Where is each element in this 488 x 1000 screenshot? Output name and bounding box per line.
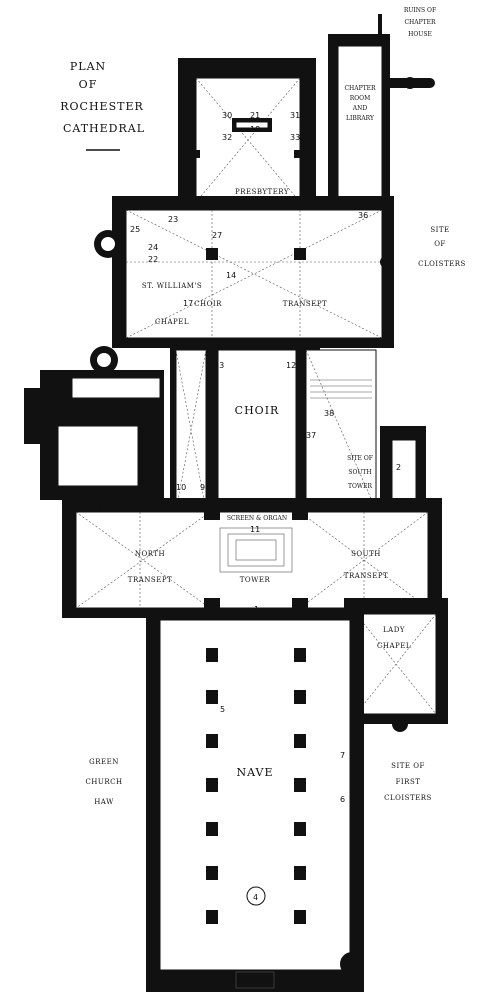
title-line-2: OF (79, 78, 98, 91)
chapter-room-l3: AND (352, 105, 368, 112)
nave-piers (206, 648, 306, 924)
ref-13: 13 (214, 361, 224, 370)
presbytery-label: PRESBYTERY (235, 188, 289, 196)
ref-17: 17 (183, 299, 193, 308)
nave-block (146, 612, 364, 992)
gundulfs-l2: TOWER (83, 456, 114, 464)
choir-transept-block (90, 196, 394, 374)
green-church-haw-l3: HAW (94, 798, 114, 806)
presbytery-block (178, 58, 316, 208)
plan-title: PLAN OF ROCHESTER CATHEDRAL (60, 60, 145, 151)
tower-label: TOWER (240, 576, 271, 584)
site-cloisters-l3: CLOISTERS (418, 260, 466, 268)
south-transept-l2: TRANSEPT (344, 572, 388, 580)
site-cloisters-l1: SITE (430, 226, 449, 234)
ref-21: 21 (250, 111, 260, 120)
ref-37: 37 (306, 431, 316, 440)
gundulfs-tower-block (24, 370, 164, 500)
title-line-1: PLAN (70, 60, 106, 73)
ref-12: 12 (286, 361, 296, 370)
site-cloisters-l2: OF (434, 240, 446, 248)
st-williams-l1: ST. WILLIAM'S (142, 282, 202, 290)
ref-14: 14 (226, 271, 236, 280)
st-williams-l2: CHAPEL (155, 318, 189, 326)
ref-22: 22 (148, 255, 158, 264)
ref-2: 2 (396, 463, 401, 472)
ref-10: 10 (176, 483, 186, 492)
chapter-room-l4: LIBRARY (346, 115, 375, 122)
ref-18: 18 (250, 125, 260, 134)
choir-steps (310, 379, 372, 399)
ref-23: 23 (168, 215, 178, 224)
gundulfs-l1: GUNDULF'S (73, 434, 123, 442)
choir-transept-l1: CHOIR (194, 300, 222, 308)
lady-chapel-l2: CHAPEL (377, 642, 411, 650)
ref-5: 5 (220, 705, 225, 714)
ref-4: 4 (253, 893, 258, 902)
screen-organ-label: SCREEN & ORGAN (227, 515, 287, 522)
first-cloisters-l1: SITE OF (391, 762, 425, 770)
green-church-haw-l1: GREEN (89, 758, 119, 766)
lady-chapel-l1: LADY (383, 626, 405, 634)
first-cloisters-l2: FIRST (396, 778, 421, 786)
ref-30: 30 (222, 111, 232, 120)
area-labels: RUINS OF CHAPTER HOUSE CHAPTER ROOM AND … (73, 7, 466, 806)
ref-25: 25 (130, 225, 140, 234)
ref-32: 32 (222, 133, 232, 142)
choir-transept-l2: TRANSEPT (283, 300, 327, 308)
ref-4-circle (246, 886, 266, 906)
reference-numbers: 30 21 31 18 32 33 23 25 24 22 27 14 36 1… (96, 111, 401, 906)
ruins-chapter-house-l1: RUINS OF (404, 7, 436, 14)
title-line-4: CATHEDRAL (63, 122, 145, 135)
chapter-room-l1: CHAPTER (344, 85, 376, 92)
north-transept-l2: TRANSEPT (128, 576, 172, 584)
south-transept-l1: SOUTH (351, 550, 381, 558)
choir-label: CHOIR (235, 404, 280, 417)
ref-31: 31 (290, 111, 300, 120)
ref-24: 24 (148, 243, 158, 252)
ref-27: 27 (212, 231, 222, 240)
chapter-room-l2: ROOM (350, 95, 371, 102)
nave-label: NAVE (237, 766, 274, 779)
north-transept-l1: NORTH (135, 550, 165, 558)
ruins-chapter-house-l3: HOUSE (408, 31, 432, 38)
ruins-chapter-house-l2: CHAPTER (404, 19, 436, 26)
first-cloisters-l3: CLOISTERS (384, 794, 432, 802)
ref-6: 6 (340, 795, 345, 804)
chapter-room-block (328, 14, 435, 214)
crossing-steps (219, 527, 293, 573)
choir-block (170, 340, 377, 520)
south-tower-l2: SOUTH (348, 469, 371, 476)
green-church-haw-l2: CHURCH (85, 778, 122, 786)
title-line-3: ROCHESTER (60, 100, 144, 113)
ref-36: 36 (358, 211, 368, 220)
south-tower-l3: TOWER (348, 483, 372, 490)
ref-9: 9 (200, 483, 205, 492)
ref-33: 33 (290, 133, 300, 142)
ref-38: 38 (324, 409, 334, 418)
ref-7: 7 (340, 751, 345, 760)
ref-11: 11 (250, 525, 260, 534)
south-tower-l1: SITE OF (347, 455, 373, 462)
ref-1: 1 (254, 605, 259, 614)
ref-3: 3 (96, 503, 101, 512)
